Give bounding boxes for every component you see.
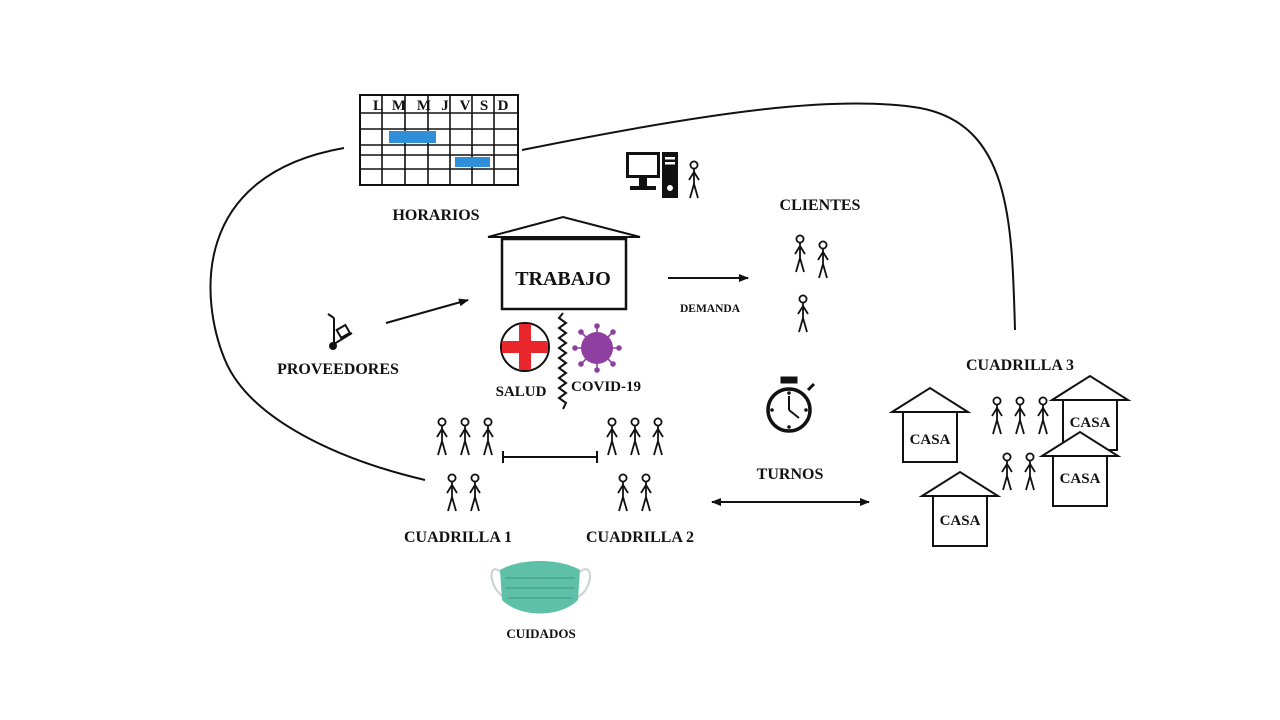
turnos-label: TURNOS [757, 466, 824, 483]
client-person-3 [797, 294, 809, 333]
computer-icon [626, 152, 678, 198]
cuadrilla1-person-1 [436, 417, 448, 456]
calendar-day-2: M [392, 98, 406, 114]
calendar-day-4: J [441, 98, 449, 114]
client-person-1 [794, 234, 806, 273]
cuadrilla3-person-5 [1024, 452, 1036, 491]
cuadrilla3-person-1 [991, 396, 1003, 435]
calendar-day-6: S [480, 98, 488, 114]
cuadrilla3-person-2 [1014, 396, 1026, 435]
cuadrilla1-person-5 [469, 473, 481, 512]
svg-text:CASA: CASA [1060, 471, 1101, 487]
cuadrilla3-person-4 [1001, 452, 1013, 491]
calendar-day-5: V [460, 98, 471, 114]
cuadrilla2-person-1 [606, 417, 618, 456]
horarios-label: HORARIOS [392, 207, 479, 224]
virus-icon [572, 323, 622, 373]
client-person-2 [817, 240, 829, 279]
zigzag-divider [557, 312, 568, 410]
salud-label: SALUD [496, 384, 547, 400]
cuadrilla2-label: CUADRILLA 2 [586, 529, 694, 546]
proveedores-arrow [385, 298, 469, 324]
house-icon: CASA [921, 471, 999, 547]
svg-text:CASA: CASA [1070, 415, 1111, 431]
cuadrilla2-person-4 [617, 473, 629, 512]
clientes-label: CLIENTES [780, 197, 861, 214]
cuadrilla1-person-2 [459, 417, 471, 456]
house-icon: CASA [1041, 431, 1119, 507]
cuadrilla2-person-3 [652, 417, 664, 456]
cuadrilla2-person-5 [640, 473, 652, 512]
cuadrilla1-person-4 [446, 473, 458, 512]
stopwatch-icon [766, 376, 816, 433]
trabajo-building [487, 215, 641, 311]
connector-curve-left [209, 147, 426, 481]
svg-text:CASA: CASA [910, 432, 951, 448]
cuadrilla1-person-3 [482, 417, 494, 456]
cuadrilla-link [502, 451, 598, 463]
calendar-day-7: D [498, 98, 509, 114]
hand-truck-icon [327, 313, 353, 350]
cuadrilla3-person-3 [1037, 396, 1049, 435]
calendar-highlight-2 [455, 157, 490, 167]
cuidados-label: CUIDADOS [506, 626, 575, 641]
house-icon: CASA [891, 387, 969, 463]
svg-text:CASA: CASA [940, 513, 981, 529]
calendar-highlight-1 [389, 131, 436, 143]
covid-label: COVID-19 [571, 379, 641, 395]
cuadrilla3-label: CUADRILLA 3 [966, 357, 1074, 374]
calendar-day-3: M [417, 98, 431, 114]
trabajo-label: TRABAJO [515, 268, 611, 290]
house-icon: CASA [1051, 375, 1129, 451]
connector-curve-right [521, 102, 1016, 331]
person-icon [688, 160, 700, 199]
cuadrilla2-person-2 [629, 417, 641, 456]
demanda-label: DEMANDA [680, 303, 741, 315]
calendar-day-1: L [373, 98, 383, 114]
calendar-icon: L M M J V S D [359, 94, 519, 186]
health-cross-icon [500, 322, 550, 372]
cuadrilla1-label: CUADRILLA 1 [404, 529, 512, 546]
proveedores-label: PROVEEDORES [277, 361, 399, 378]
face-mask-icon [490, 561, 592, 614]
